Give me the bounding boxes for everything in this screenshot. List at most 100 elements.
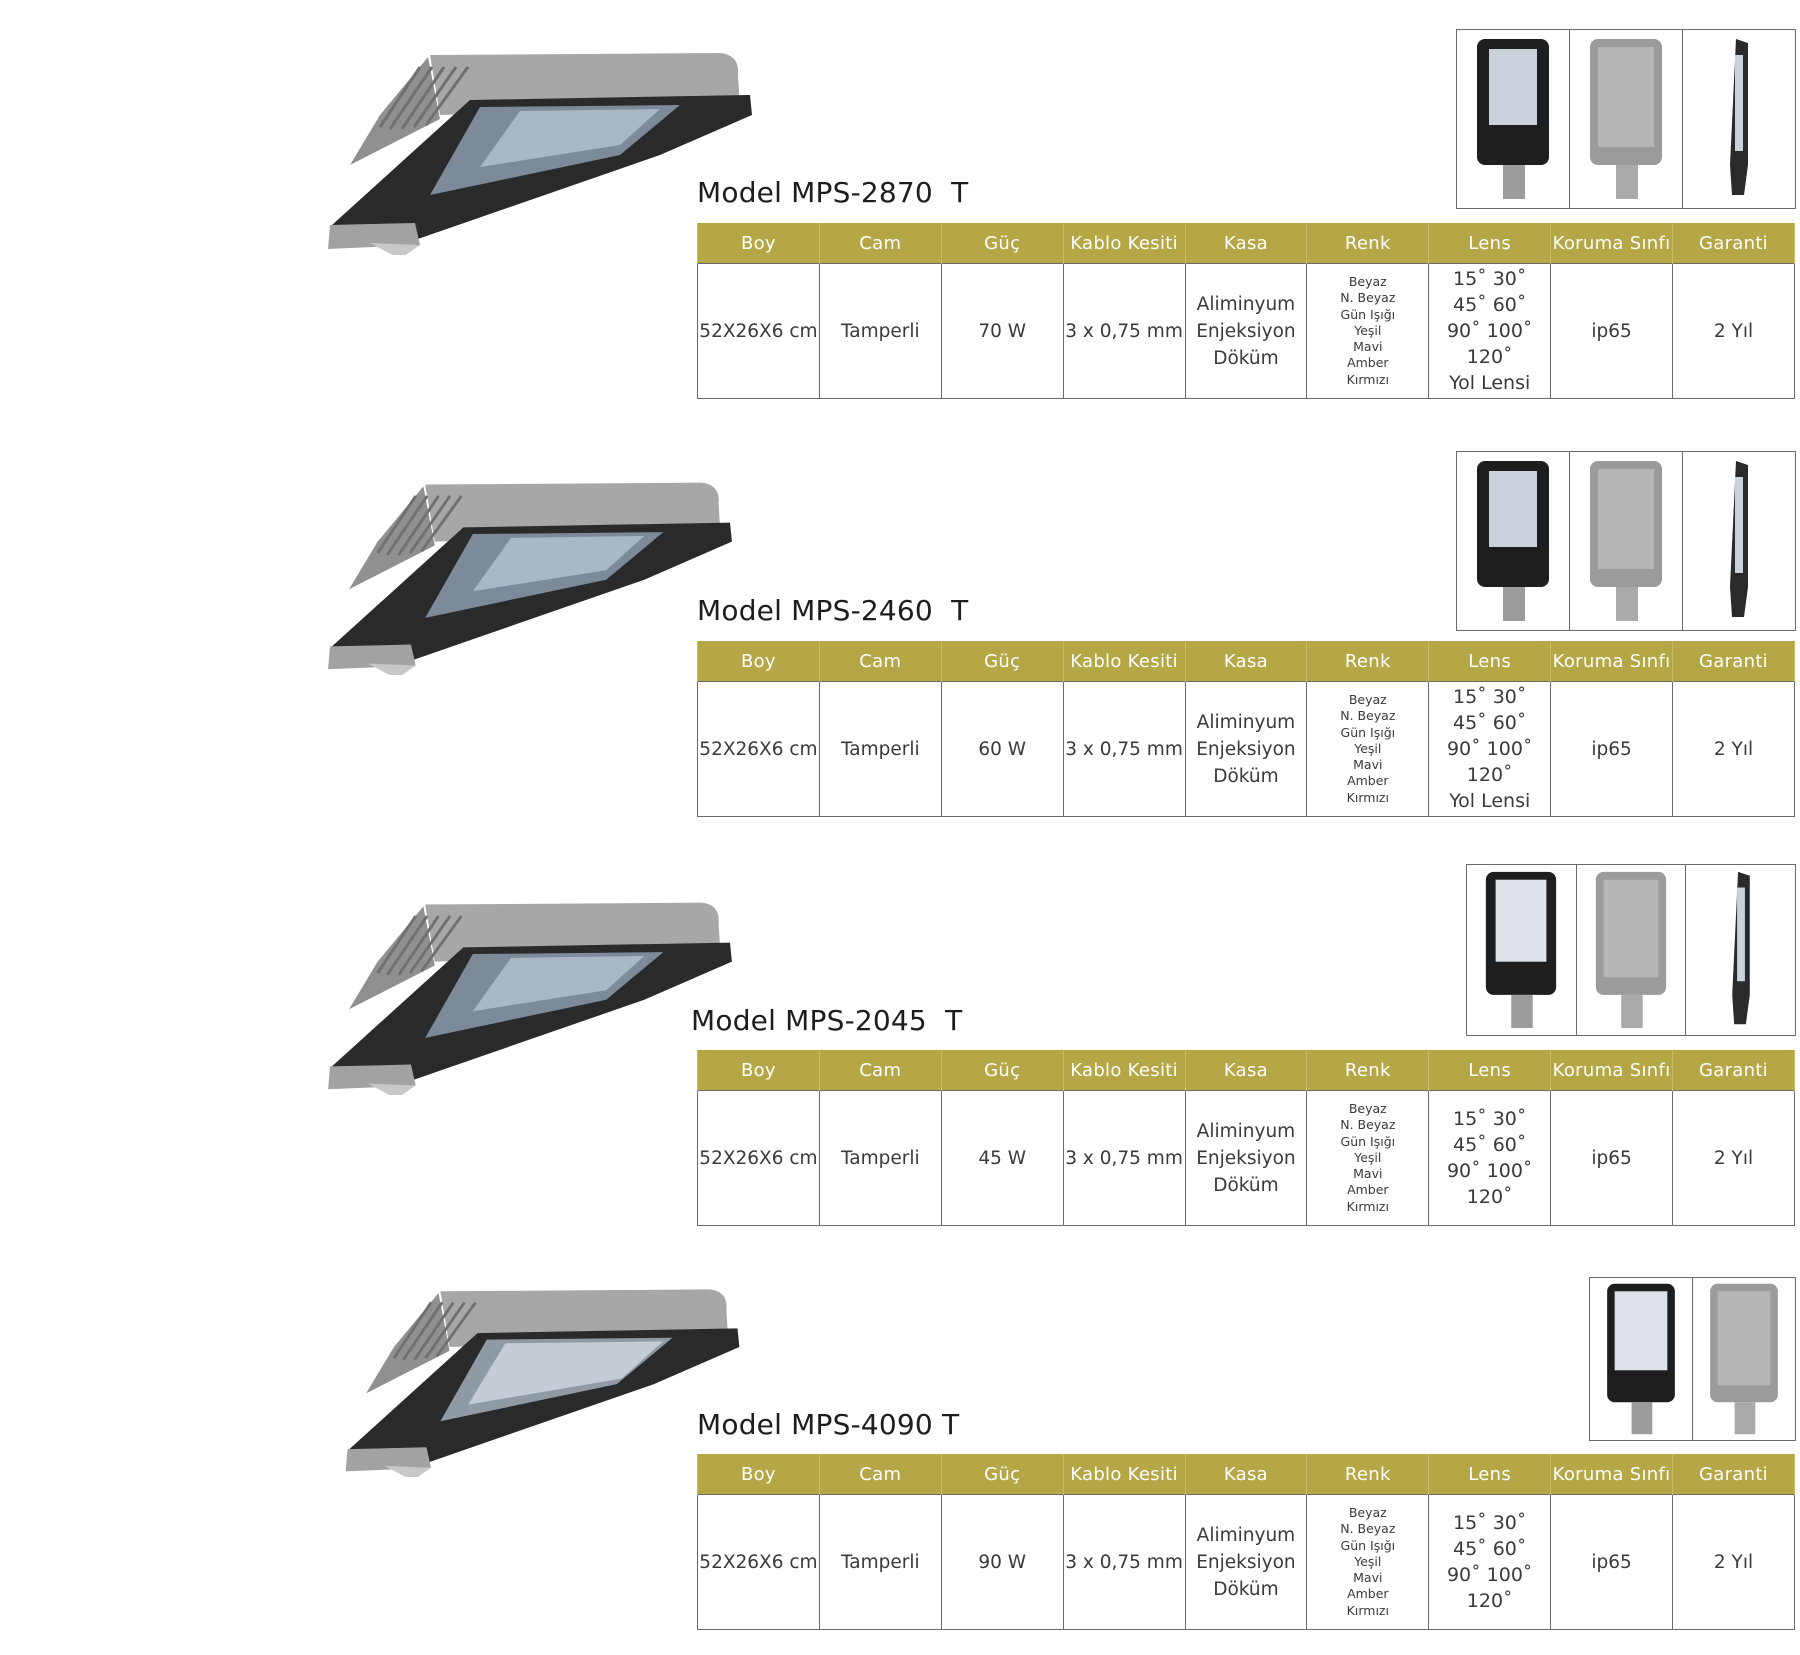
kasa-line: Döküm (1213, 765, 1279, 787)
spec-garanti: 2 Yıl (1672, 1090, 1795, 1226)
thumbnail-strip (1589, 1277, 1796, 1441)
color-option: Beyaz (1348, 274, 1387, 290)
spec-cam: Tamperli (818, 681, 942, 817)
spec-lens: 15˚ 30˚ 45˚ 60˚ 90˚ 100˚ 120˚ (1428, 1494, 1552, 1630)
lamp-side-icon (1730, 461, 1748, 617)
header-guc: Güç (940, 1050, 1064, 1091)
spec-koruma: ip65 (1550, 263, 1673, 399)
thumbnail-strip (1466, 864, 1796, 1036)
spec-header-row: Boy Cam Güç Kablo Kesiti Kasa Renk Lens … (697, 1050, 1795, 1091)
lamp-back-icon (1590, 461, 1662, 621)
lens-option: 120˚ (1466, 1186, 1513, 1208)
kasa-line: Enjeksiyon (1196, 1147, 1296, 1169)
color-option: Mavi (1353, 339, 1383, 355)
spec-renk: Beyaz N. Beyaz Gün Işığı Yeşil Mavi Ambe… (1306, 1090, 1430, 1226)
color-option: Beyaz (1348, 692, 1387, 708)
lens-option: 90˚ 100˚ (1446, 320, 1533, 342)
color-option: N. Beyaz (1340, 1521, 1396, 1537)
lamp-front-icon (1477, 39, 1549, 199)
lens-option: 15˚ 30˚ (1452, 1108, 1527, 1130)
thumbnail-strip (1456, 451, 1796, 631)
spec-boy: 52X26X6 cm (697, 1494, 820, 1630)
spec-table: Boy Cam Güç Kablo Kesiti Kasa Renk Lens … (697, 1454, 1795, 1630)
spec-koruma: ip65 (1550, 1090, 1673, 1226)
color-option: Kırmızı (1346, 1602, 1389, 1618)
kasa-line: Döküm (1213, 347, 1279, 369)
header-garanti: Garanti (1672, 1454, 1795, 1495)
lens-option: 15˚ 30˚ (1452, 686, 1527, 708)
lens-option: 45˚ 60˚ (1452, 712, 1527, 734)
street-lamp-photo (345, 1289, 740, 1477)
color-option: Yeşil (1354, 1149, 1382, 1165)
color-option: Mavi (1353, 757, 1383, 773)
spec-header-row: Boy Cam Güç Kablo Kesiti Kasa Renk Lens … (697, 641, 1795, 682)
spec-row: 52X26X6 cm Tamperli 90 W 3 x 0,75 mm Ali… (697, 1494, 1795, 1630)
thumbnail-strip (1456, 29, 1796, 209)
lamp-back-icon (1590, 39, 1662, 199)
color-option: Beyaz (1348, 1101, 1387, 1117)
color-option: Beyaz (1348, 1505, 1387, 1521)
kasa-line: Aliminyum (1196, 293, 1296, 315)
lamp-back-icon (1710, 1283, 1778, 1435)
header-kasa: Kasa (1184, 223, 1308, 264)
product-section: Model MPS-2870 T Boy Cam (0, 0, 1800, 420)
color-option: Mavi (1353, 1570, 1383, 1586)
spec-kasa: Aliminyum Enjeksiyon Döküm (1184, 1090, 1308, 1226)
color-option: Gün Işığı (1340, 306, 1396, 322)
thumbnail-front-view (1590, 1278, 1693, 1440)
header-kablo: Kablo Kesiti (1062, 1050, 1186, 1091)
spec-table: Boy Cam Güç Kablo Kesiti Kasa Renk Lens … (697, 641, 1795, 817)
lens-option: 45˚ 60˚ (1452, 1538, 1527, 1560)
color-option: Amber (1347, 1182, 1389, 1198)
color-option: Yeşil (1354, 740, 1382, 756)
header-guc: Güç (940, 223, 1064, 264)
kasa-line: Döküm (1213, 1578, 1279, 1600)
lens-option: Yol Lensi (1449, 372, 1531, 394)
color-option: Gün Işığı (1340, 724, 1396, 740)
kasa-line: Enjeksiyon (1196, 1551, 1296, 1573)
header-garanti: Garanti (1672, 641, 1795, 682)
product-section: Model MPS-2045 T Boy Cam (0, 0, 1800, 1226)
header-lens: Lens (1428, 641, 1552, 682)
header-koruma: Koruma Sınfı (1550, 223, 1673, 264)
header-kasa: Kasa (1184, 641, 1308, 682)
kasa-line: Enjeksiyon (1196, 320, 1296, 342)
header-koruma: Koruma Sınfı (1550, 641, 1673, 682)
spec-row: 52X26X6 cm Tamperli 70 W 3 x 0,75 mm Ali… (697, 263, 1795, 399)
spec-kablo: 3 x 0,75 mm (1062, 263, 1186, 399)
header-kasa: Kasa (1184, 1454, 1308, 1495)
model-title: Model MPS-2870 T (697, 176, 969, 209)
color-option: Amber (1347, 1586, 1389, 1602)
kasa-line: Aliminyum (1196, 711, 1296, 733)
lamp-front-icon (1486, 871, 1557, 1029)
color-option: Yeşil (1354, 322, 1382, 338)
lens-option: 15˚ 30˚ (1452, 268, 1527, 290)
thumbnail-front-view (1457, 30, 1570, 208)
spec-table: Boy Cam Güç Kablo Kesiti Kasa Renk Lens … (697, 223, 1795, 399)
header-lens: Lens (1428, 223, 1552, 264)
header-cam: Cam (818, 1454, 942, 1495)
spec-header-row: Boy Cam Güç Kablo Kesiti Kasa Renk Lens … (697, 1454, 1795, 1495)
street-lamp-photo (328, 53, 752, 255)
spec-row: 52X26X6 cm Tamperli 60 W 3 x 0,75 mm Ali… (697, 681, 1795, 817)
spec-cam: Tamperli (818, 1090, 942, 1226)
spec-cam: Tamperli (818, 1494, 942, 1630)
spec-lens: 15˚ 30˚ 45˚ 60˚ 90˚ 100˚ 120˚ Yol Lensi (1428, 263, 1552, 399)
thumbnail-back-view (1693, 1278, 1795, 1440)
spec-guc: 70 W (940, 263, 1064, 399)
color-option: Amber (1347, 355, 1389, 371)
spec-koruma: ip65 (1550, 1494, 1673, 1630)
header-guc: Güç (940, 1454, 1064, 1495)
kasa-line: Aliminyum (1196, 1120, 1296, 1142)
header-kasa: Kasa (1184, 1050, 1308, 1091)
spec-lens: 15˚ 30˚ 45˚ 60˚ 90˚ 100˚ 120˚ Yol Lensi (1428, 681, 1552, 817)
thumbnail-back-view (1577, 865, 1687, 1035)
header-koruma: Koruma Sınfı (1550, 1454, 1673, 1495)
spec-guc: 45 W (940, 1090, 1064, 1226)
thumbnail-side-view (1686, 865, 1795, 1035)
header-lens: Lens (1428, 1050, 1552, 1091)
spec-row: 52X26X6 cm Tamperli 45 W 3 x 0,75 mm Ali… (697, 1090, 1795, 1226)
header-renk: Renk (1306, 223, 1430, 264)
lens-option: 90˚ 100˚ (1446, 1564, 1533, 1586)
header-cam: Cam (818, 1050, 942, 1091)
